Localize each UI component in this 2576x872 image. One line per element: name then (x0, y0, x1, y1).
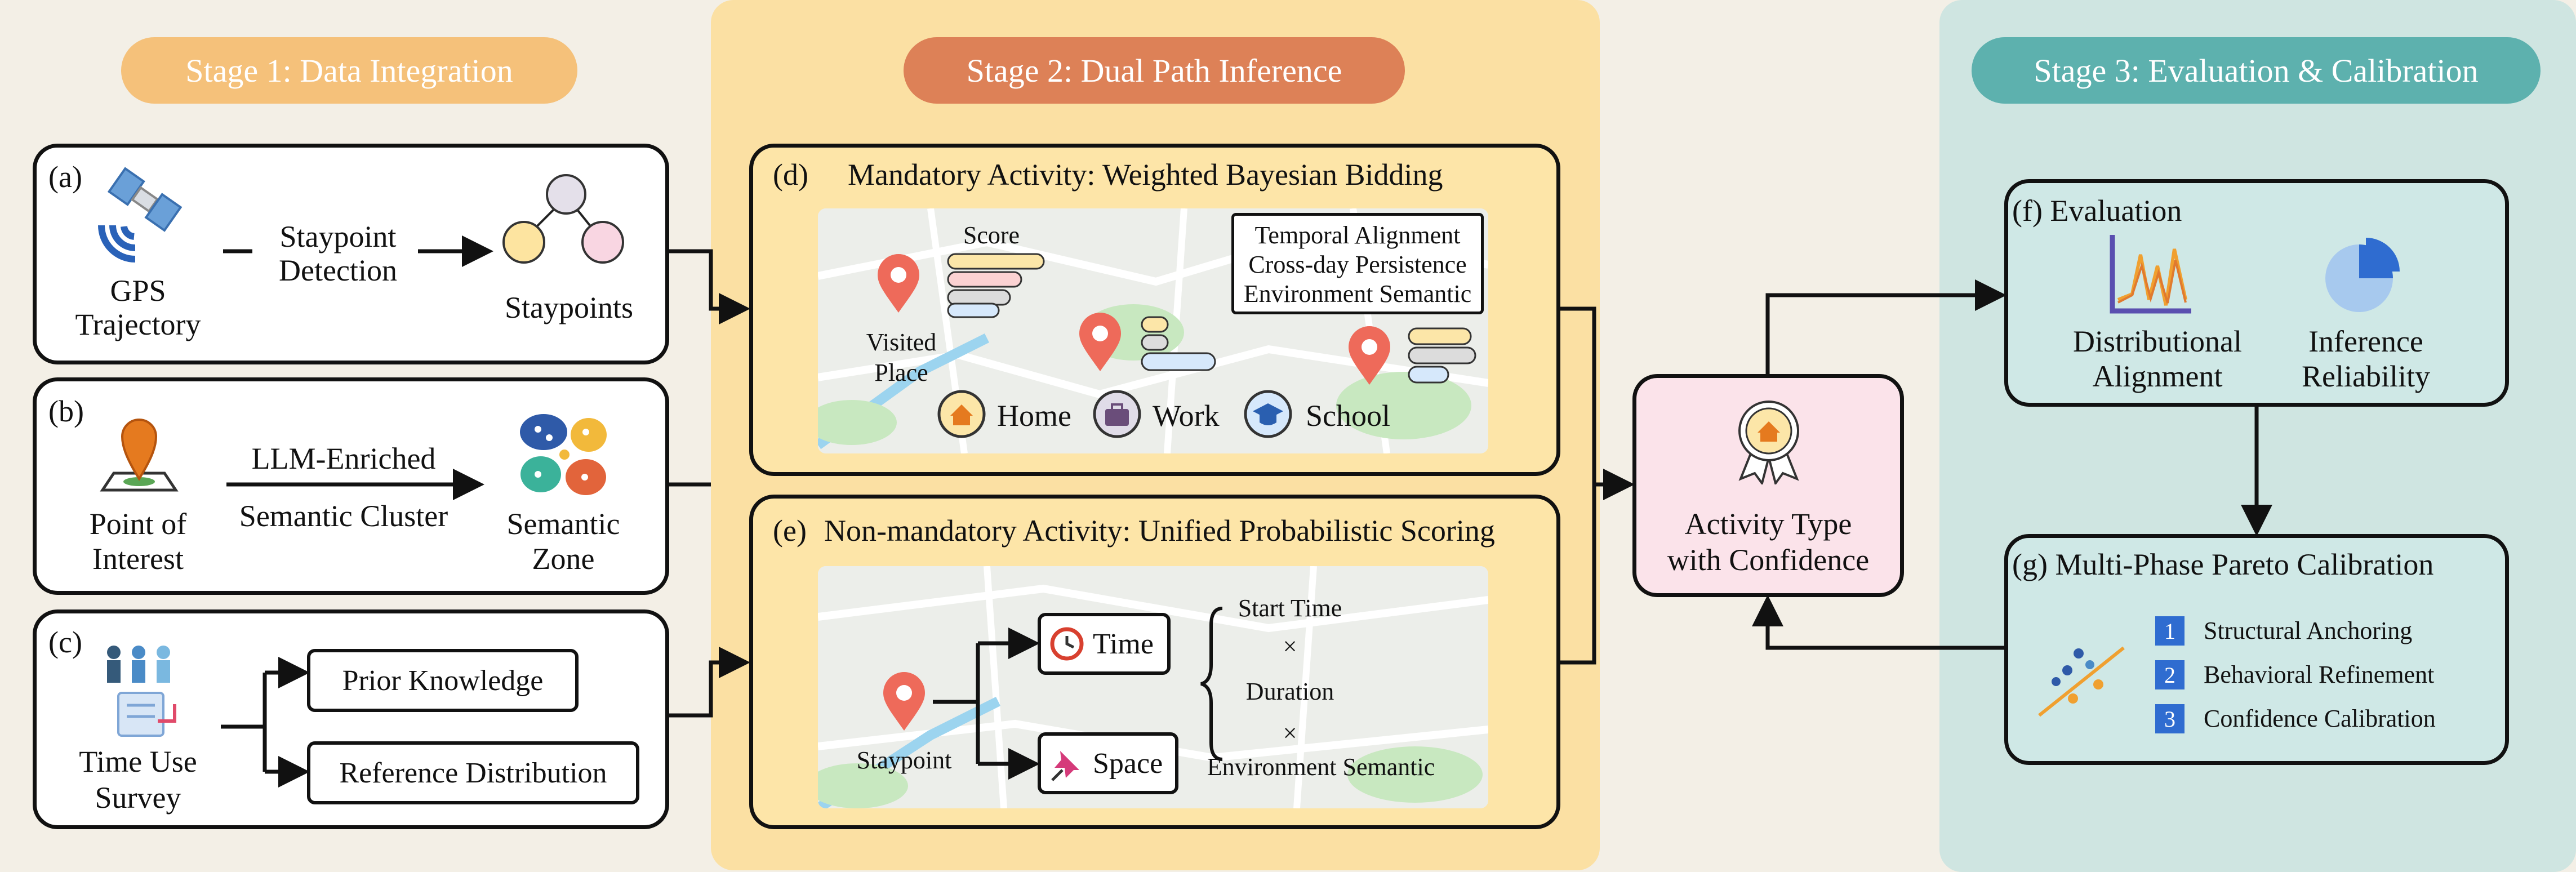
step-number-1: 1 (2155, 616, 2185, 646)
visited-place-line1: Visited (866, 328, 937, 356)
pie-chart-icon (2325, 238, 2400, 312)
environment-semantic-label: Environment Semantic (1207, 753, 1435, 781)
inference-reliability-line1: Inference (2308, 324, 2423, 358)
survey-label-line2: Survey (95, 781, 181, 815)
staypoint-detection-line1: Staypoint (279, 220, 397, 253)
step-label-1: Structural Anchoring (2204, 617, 2413, 644)
score-bars-1 (947, 253, 1045, 318)
time-box: Time (1038, 613, 1171, 675)
llm-step-line1: LLM-Enriched (251, 442, 436, 475)
semantic-zone-icon (520, 414, 607, 495)
activity-type-line1: Activity Type (1684, 507, 1852, 541)
reference-distribution-box: Reference Distribution (307, 741, 639, 804)
staypoint-detection-line2: Detection (279, 253, 397, 287)
activity-type-line2: with Confidence (1667, 543, 1870, 577)
staypoints-label: Staypoints (504, 291, 634, 324)
panel-g (2004, 534, 2509, 765)
semantic-zone-line1: Semantic (506, 507, 620, 541)
step-number-2: 2 (2155, 660, 2185, 689)
distributional-alignment-line1: Distributional (2073, 324, 2242, 358)
stage2-label: Stage 2: Dual Path Inference (904, 37, 1405, 104)
criteria-item: Temporal Alignment (1254, 221, 1461, 249)
home-icon (937, 390, 986, 438)
survey-label-line1: Time Use (79, 745, 197, 778)
distribution-chart-icon (2110, 235, 2191, 314)
gps-label-line1: GPS (110, 274, 166, 308)
distributional-alignment-line2: Alignment (2092, 359, 2223, 393)
step-number-3: 3 (2155, 704, 2185, 733)
pin-icon-2 (1079, 313, 1121, 371)
step-label-3: Confidence Calibration (2204, 705, 2436, 732)
gps-label-line2: Trajectory (75, 308, 201, 341)
criteria-box (1231, 213, 1484, 314)
panel-d-tag: (d) (773, 158, 808, 192)
panel-e-title: Non-mandatory Activity: Unified Probabil… (824, 514, 1495, 548)
time-label: Time (1093, 628, 1154, 660)
staypoint-pin-icon (883, 672, 925, 731)
panel-f-title: (f) Evaluation (2012, 194, 2182, 228)
panel-f (2004, 179, 2509, 407)
score-bars-2 (1141, 316, 1216, 371)
panel-g-title: (g) Multi-Phase Pareto Calibration (2012, 548, 2434, 581)
visited-place-line2: Place (874, 359, 928, 386)
category-work: Work (1153, 399, 1220, 433)
score-label: Score (963, 221, 1020, 249)
pushpin-icon (1051, 751, 1079, 781)
space-label: Space (1093, 747, 1163, 780)
category-school: School (1306, 399, 1391, 433)
duration-label: Duration (1245, 678, 1334, 705)
poi-label-line2: Interest (92, 542, 184, 576)
school-icon (1244, 390, 1292, 438)
score-bars-3 (1408, 327, 1476, 384)
panel-e-tag: (e) (773, 514, 807, 548)
panel-c-tag: (c) (48, 625, 82, 659)
survey-icon (107, 646, 176, 737)
step-label-2: Behavioral Refinement (2204, 661, 2435, 688)
poi-pin-icon (100, 419, 179, 492)
work-icon (1093, 390, 1141, 438)
prior-knowledge-box: Prior Knowledge (307, 649, 579, 712)
visited-pin-icon (878, 254, 919, 313)
criteria-item: Environment Semantic (1243, 280, 1472, 308)
start-time-label: Start Time (1238, 594, 1342, 622)
poi-label-line1: Point of (89, 507, 187, 541)
staypoints-icon (502, 174, 624, 264)
stage3-label: Stage 3: Evaluation & Calibration (1972, 37, 2541, 104)
panel-d-title: Mandatory Activity: Weighted Bayesian Bi… (848, 158, 1443, 192)
times-symbol-1: × (1283, 633, 1297, 660)
pareto-scatter-icon (2038, 646, 2125, 717)
panel-b-tag: (b) (48, 394, 84, 428)
award-badge-icon (1738, 401, 1799, 484)
pin-icon-3 (1349, 326, 1390, 385)
inference-reliability-line2: Reliability (2302, 359, 2430, 393)
times-symbol-2: × (1283, 719, 1297, 747)
llm-step-line2: Semantic Cluster (239, 499, 448, 533)
satellite-icon (98, 167, 183, 263)
criteria-item: Cross-day Persistence (1248, 251, 1467, 278)
staypoint-label: Staypoint (856, 746, 952, 774)
stage1-label: Stage 1: Data Integration (121, 37, 577, 104)
panel-a-tag: (a) (48, 160, 82, 194)
category-home: Home (997, 399, 1071, 433)
clock-icon (1050, 627, 1084, 661)
semantic-zone-line2: Zone (532, 542, 595, 576)
